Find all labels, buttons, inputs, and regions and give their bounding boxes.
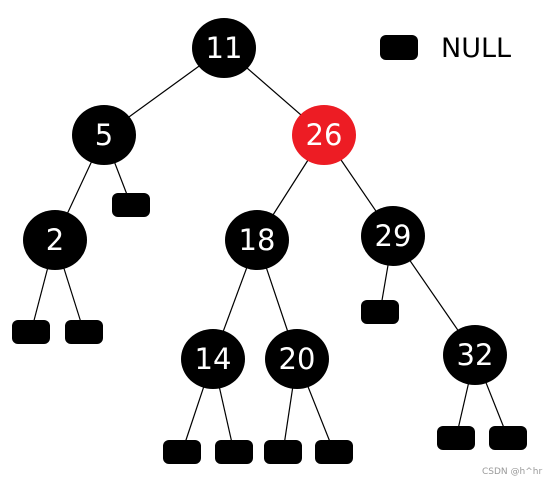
null-20-right [315,440,353,464]
node-32-circle [443,325,507,385]
node-20: 20 [265,329,329,389]
node-29-circle [361,206,425,266]
node-26-circle [292,105,356,165]
watermark: CSDN @h^hr [482,467,542,477]
node-2-label: 2 [46,223,64,257]
node-29: 29 [361,206,425,266]
legend: NULL [380,33,511,64]
null-20-left [264,440,302,464]
node-5-circle [72,105,136,165]
node-2-circle [23,210,87,270]
node-11-label: 11 [206,31,243,65]
node-20-label: 20 [279,342,316,376]
tree-nodes: 11 5 26 2 18 29 14 20 32 [23,18,507,389]
legend-null-label: NULL [441,33,511,64]
null-29-left [361,300,399,324]
null-5-right [112,193,150,217]
node-26-label: 26 [306,118,343,152]
node-29-label: 29 [375,219,412,253]
node-14: 14 [181,329,245,389]
null-14-left [163,440,201,464]
node-14-circle [181,329,245,389]
legend-null-swatch [380,35,418,60]
node-5-label: 5 [95,118,113,152]
node-18-circle [225,210,289,270]
node-11: 11 [192,18,256,78]
node-14-label: 14 [195,342,232,376]
null-14-right [215,440,253,464]
node-20-circle [265,329,329,389]
node-11-circle [192,18,256,78]
null-32-left [437,426,475,450]
node-5: 5 [72,105,136,165]
node-32-label: 32 [457,338,494,372]
node-32: 32 [443,325,507,385]
node-18: 18 [225,210,289,270]
node-18-label: 18 [239,223,276,257]
null-32-right [489,426,527,450]
null-leaves [12,193,527,464]
null-2-right [65,320,103,344]
null-2-left [12,320,50,344]
node-2: 2 [23,210,87,270]
node-26: 26 [292,105,356,165]
